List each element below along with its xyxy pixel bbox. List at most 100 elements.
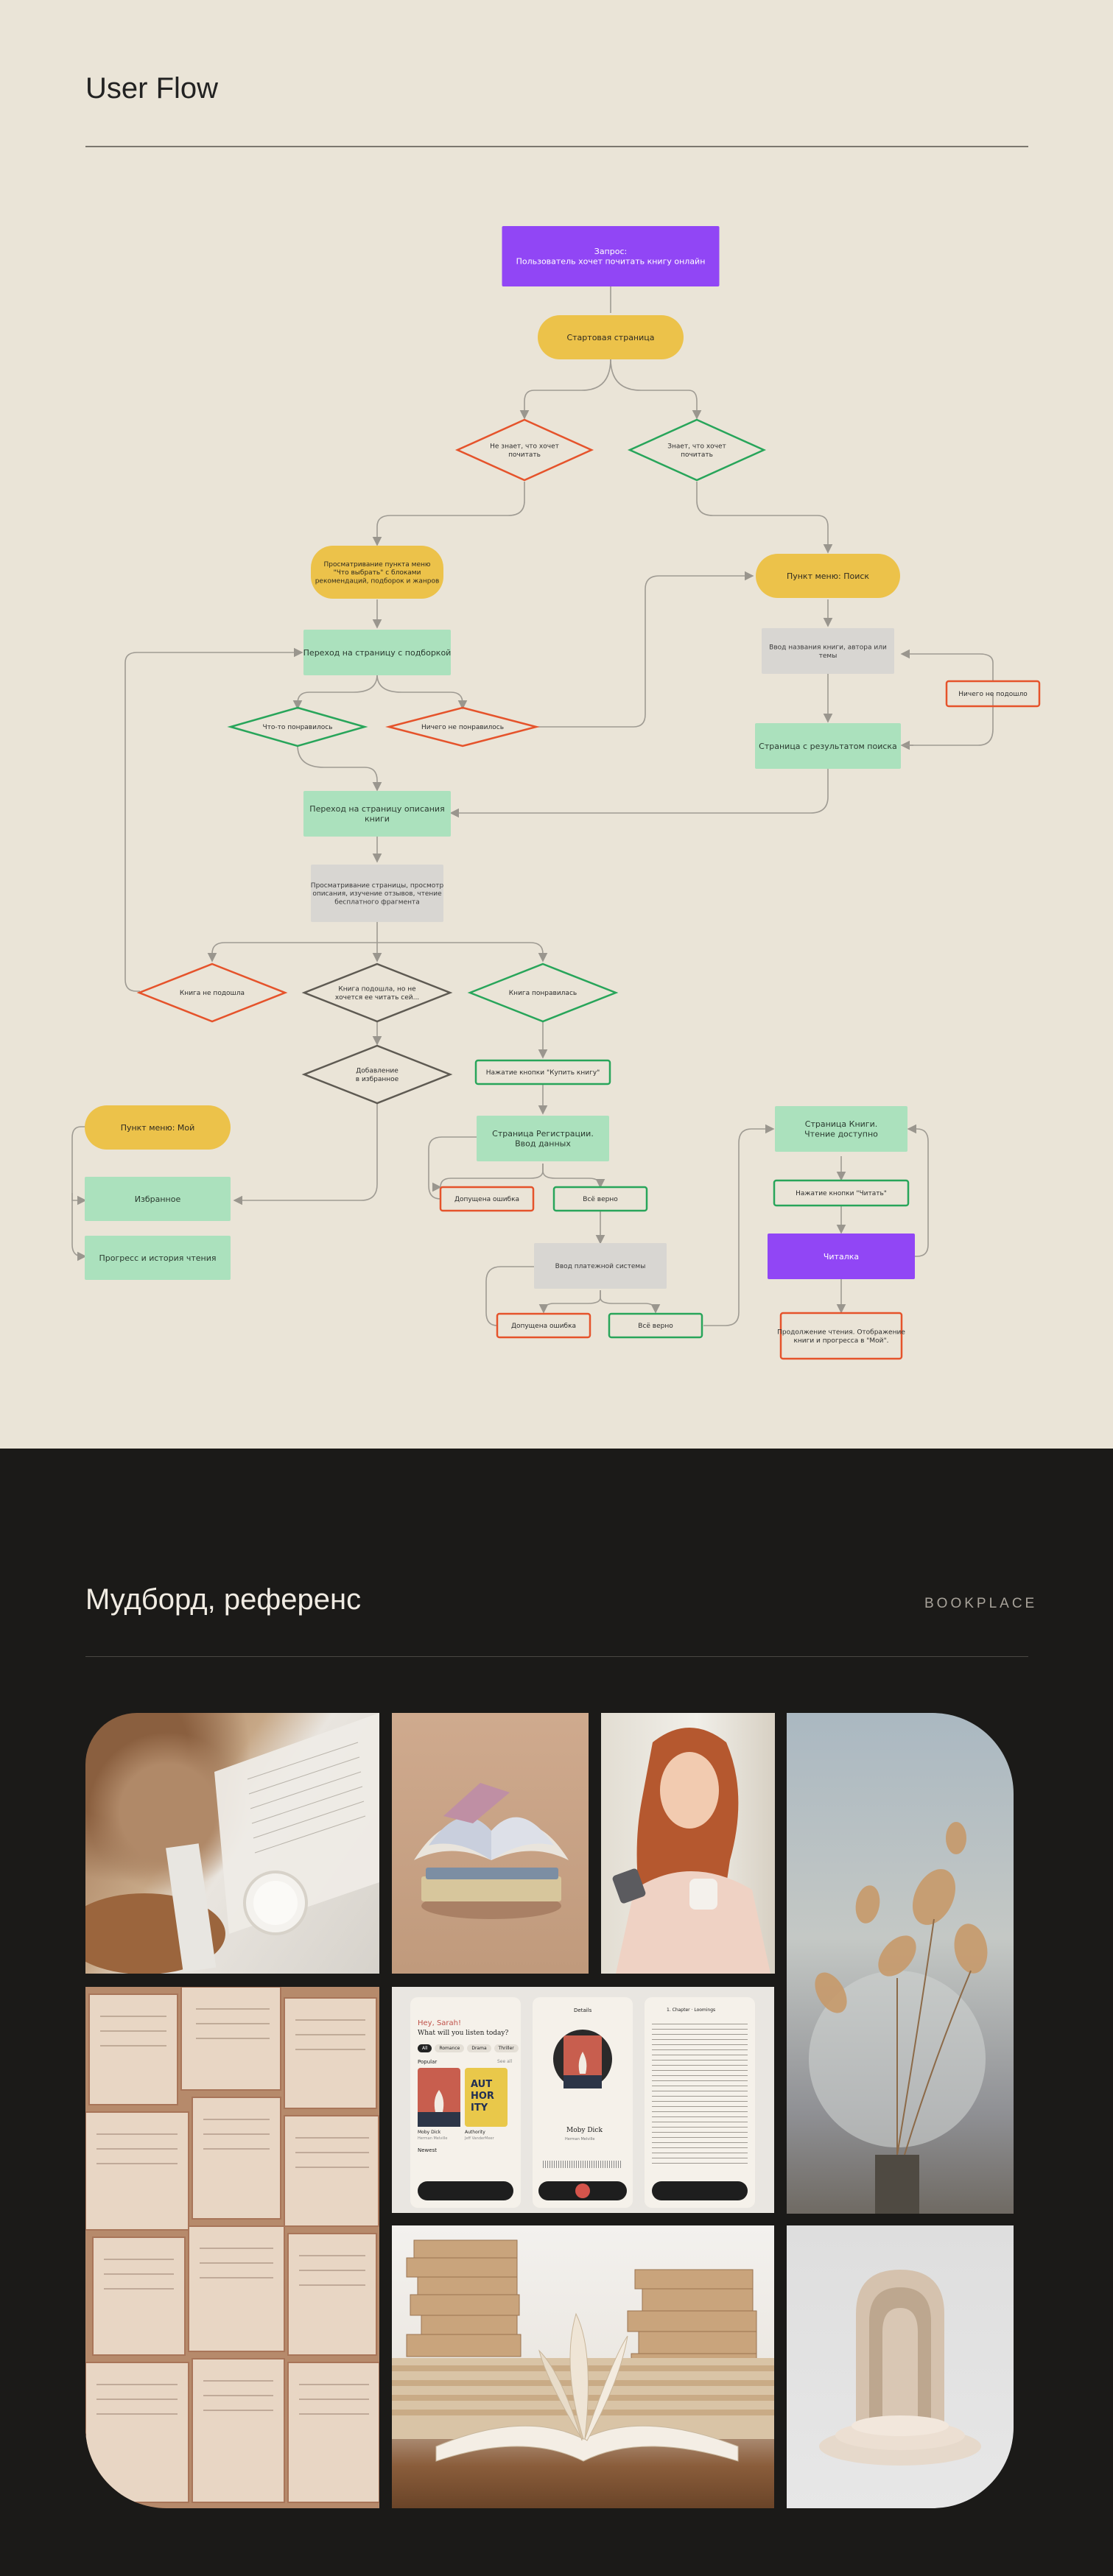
flow-node-label: Книга подошла, но не bbox=[338, 986, 416, 993]
flow-node-label: Пункт меню: Мой bbox=[121, 1123, 195, 1133]
flow-node-liked1: Что-то понравилось bbox=[227, 706, 368, 747]
flow-node-label: Пункт меню: Поиск bbox=[787, 571, 869, 581]
flow-node-reader: Читалка bbox=[768, 1234, 915, 1279]
flow-node-shape bbox=[467, 963, 619, 1023]
flow-node-label: Продолжение чтения. Отображение bbox=[777, 1329, 905, 1337]
audio-waveform[interactable] bbox=[543, 2161, 622, 2168]
details-header: Details bbox=[574, 2007, 592, 2013]
brand-label: BOOKPLACE bbox=[924, 1596, 1038, 1611]
flow-node-err1: Допущена ошибка bbox=[439, 1186, 535, 1212]
flow-node-label: Избранное bbox=[135, 1194, 181, 1204]
moodboard-image-open-book bbox=[392, 2225, 774, 2508]
chip-drama[interactable]: Drama bbox=[467, 2044, 491, 2052]
section-newest: Newest bbox=[418, 2147, 437, 2153]
app-screen-details: Details Moby Dick Herman Melville bbox=[533, 1997, 633, 2208]
moodboard-image-arch bbox=[787, 2225, 1014, 2508]
bottom-nav bbox=[418, 2181, 513, 2200]
chip-all[interactable]: All bbox=[418, 2044, 432, 2052]
flow-node-label: темы bbox=[819, 652, 838, 660]
flow-node-notfit: Книга не подошла bbox=[136, 963, 288, 1023]
chip-thriller[interactable]: Thriller bbox=[494, 2044, 519, 2052]
flow-node-label: хочется ее читать сей... bbox=[335, 994, 419, 1002]
svg-text:ITY: ITY bbox=[471, 2102, 488, 2114]
flow-node-nothing1: Ничего не понравилось bbox=[385, 706, 540, 747]
flowchart: Запрос:Пользователь хочет почитать книгу… bbox=[71, 226, 1041, 1360]
page-title: User Flow bbox=[85, 72, 219, 105]
book1-title: Moby Dick bbox=[418, 2130, 441, 2135]
flow-node-buy: Нажатие кнопки "Купить книгу" bbox=[474, 1059, 611, 1085]
flow-node-label: Пользователь хочет почитать книгу онлайн bbox=[516, 257, 706, 267]
app-screen-reader: 1. Chapter · Loomings bbox=[645, 1997, 755, 2208]
moodboard-app-screens: Hey, Sarah! What will you listen today? … bbox=[392, 1987, 774, 2213]
flow-node-label: Переход на страницу описания bbox=[309, 804, 444, 814]
flow-node-label: описания, изучение отзывов, чтение bbox=[312, 890, 442, 898]
flow-node-label: книги bbox=[365, 814, 390, 824]
flow-node-shape bbox=[85, 1105, 231, 1150]
flow-node-shape bbox=[773, 1179, 910, 1207]
moodboard-image-pampas-mirror bbox=[787, 1713, 1014, 2214]
flow-node-label: Книга понравилась bbox=[509, 990, 577, 997]
flow-node-fav2: Избранное bbox=[85, 1177, 231, 1221]
flow-node-shape bbox=[534, 1243, 667, 1289]
flow-node-shape bbox=[303, 630, 451, 675]
details-title: Moby Dick bbox=[566, 2127, 603, 2134]
flow-node-pay: Ввод платежной системы bbox=[534, 1243, 667, 1289]
flow-node-label: Ввод платежной системы bbox=[555, 1263, 646, 1270]
flow-node-shape bbox=[85, 1177, 231, 1221]
flow-node-label: Ничего не понравилось bbox=[421, 724, 504, 731]
flow-node-label: Знает, что хочет bbox=[667, 443, 726, 451]
flow-node-shape bbox=[755, 723, 901, 769]
flow-node-collection: Переход на страницу с подборкой bbox=[303, 630, 452, 675]
flow-node-shape bbox=[385, 706, 540, 747]
user-flow-section: User Flow bbox=[71, 72, 1041, 1360]
flow-node-label: Чтение доступно bbox=[804, 1130, 878, 1139]
flow-node-shape bbox=[136, 963, 288, 1023]
flow-node-whatread: Просматривание пункта меню"Что выбрать" … bbox=[311, 546, 443, 599]
flow-node-reg: Страница Регистрации.Ввод данных bbox=[477, 1116, 609, 1161]
flow-node-shape bbox=[439, 1186, 535, 1212]
flow-node-label: Запрос: bbox=[594, 247, 627, 256]
flow-node-label: Добавление bbox=[356, 1068, 398, 1075]
flow-node-label: Что-то понравилось bbox=[263, 724, 333, 731]
flow-node-home: Стартовая страница bbox=[538, 315, 684, 359]
flow-node-ok1: Всё верно bbox=[552, 1186, 648, 1212]
flow-node-shape bbox=[538, 315, 684, 359]
flow-node-results: Страница с результатом поиска bbox=[755, 723, 901, 769]
divider bbox=[85, 146, 1028, 147]
flow-node-label: Страница Регистрации. bbox=[492, 1129, 594, 1139]
flow-node-label: Переход на страницу с подборкой bbox=[303, 648, 452, 658]
book-cover-large bbox=[563, 2035, 602, 2088]
see-all-link[interactable]: See all bbox=[497, 2059, 513, 2064]
moodboard-image-reading-blanket bbox=[85, 1713, 379, 1974]
flow-node-label: Ввод названия книги, автора или bbox=[769, 644, 887, 652]
book2-author: Jeff VanderMeer bbox=[465, 2136, 494, 2141]
chip-romance[interactable]: Romance bbox=[435, 2044, 465, 2052]
flow-node-shape bbox=[311, 546, 443, 599]
flow-node-start: Запрос:Пользователь хочет почитать книгу… bbox=[502, 226, 720, 286]
flow-node-shape bbox=[608, 1312, 703, 1339]
flow-node-shape bbox=[775, 1106, 907, 1152]
flow-node-shape bbox=[454, 418, 594, 482]
flow-node-shape bbox=[502, 226, 720, 286]
flow-node-mymenu: Пункт меню: Мой bbox=[85, 1105, 231, 1150]
flow-node-liked2: Книга понравилась bbox=[467, 963, 619, 1023]
flow-node-label: бесплатного фрагмента bbox=[334, 898, 420, 906]
flow-node-label: Стартовая страница bbox=[566, 333, 654, 342]
flow-node-shape bbox=[945, 680, 1041, 708]
flow-node-label: Страница Книги. bbox=[805, 1119, 877, 1129]
flow-node-shape bbox=[301, 1044, 453, 1105]
play-button[interactable] bbox=[575, 2183, 590, 2198]
flow-node-shape bbox=[303, 791, 451, 837]
flow-node-label: почитать bbox=[508, 451, 541, 459]
book-cover-moby-dick[interactable] bbox=[418, 2068, 460, 2127]
flow-node-notfound: Ничего не подошло bbox=[945, 680, 1041, 708]
moodboard-title: Мудборд, референс bbox=[85, 1583, 362, 1616]
flow-node-shape bbox=[779, 1312, 903, 1360]
